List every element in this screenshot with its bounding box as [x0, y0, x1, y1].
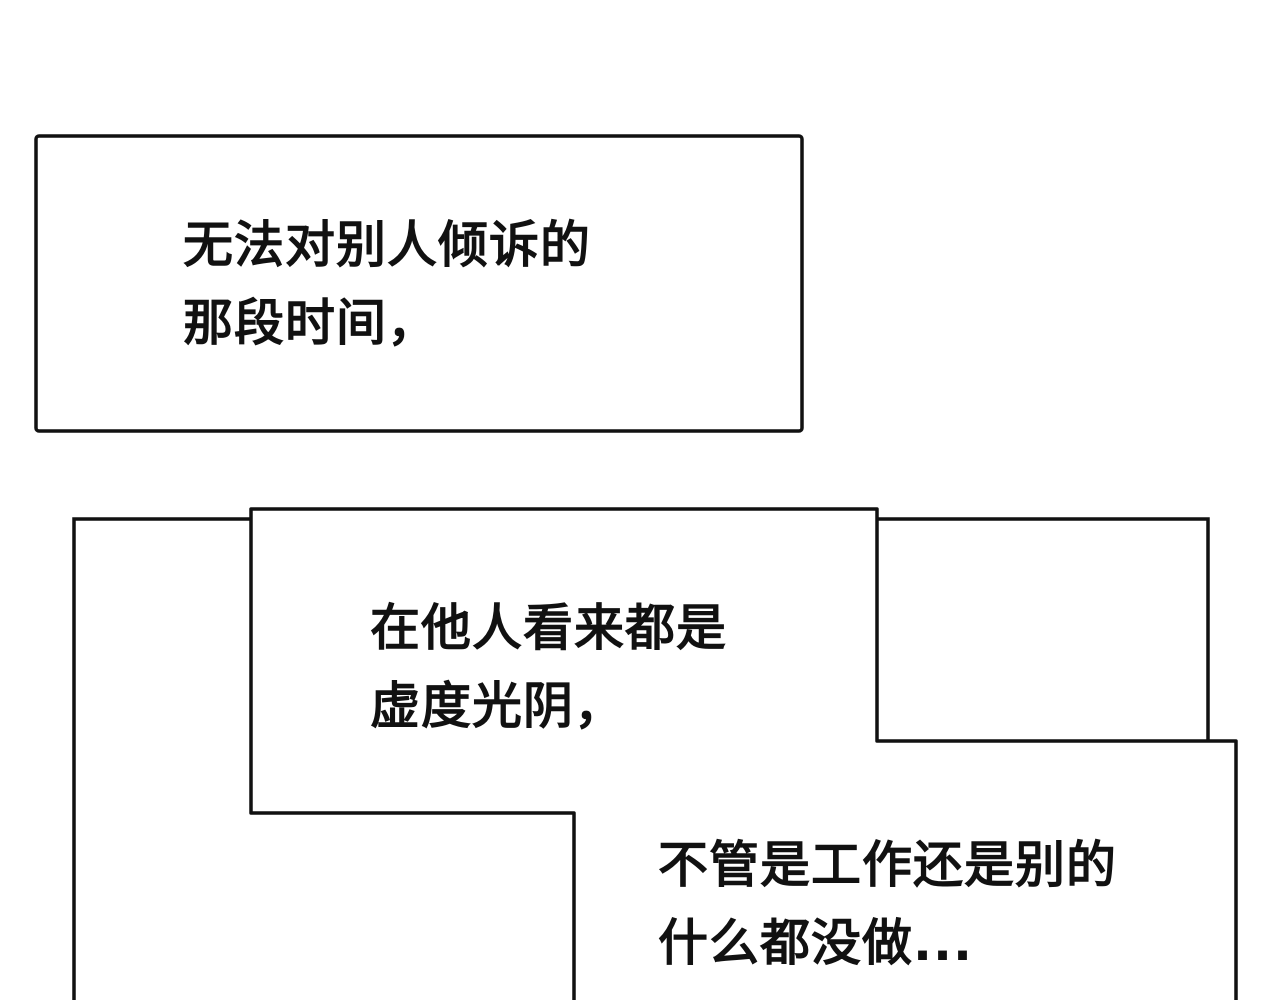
caption-box-merged	[249, 507, 1238, 1000]
back-panel-frame-right	[878, 517, 1210, 741]
caption-text-1: 无法对别人倾诉的 那段时间，	[183, 206, 591, 362]
caption-text-2: 在他人看来都是 虚度光阴，	[370, 589, 727, 745]
back-panel-frame	[72, 517, 250, 1000]
caption-line: 无法对别人倾诉的	[183, 216, 591, 274]
caption-line: 不管是工作还是别的	[658, 836, 1117, 894]
caption-text-3: 不管是工作还是别的 什么都没做...	[658, 826, 1117, 982]
caption-box-1	[34, 134, 804, 433]
caption-line: 虚度光阴，	[370, 677, 625, 735]
caption-line: 那段时间，	[183, 294, 438, 352]
caption-line: 什么都没做...	[658, 914, 973, 972]
caption-line: 在他人看来都是	[370, 599, 727, 657]
